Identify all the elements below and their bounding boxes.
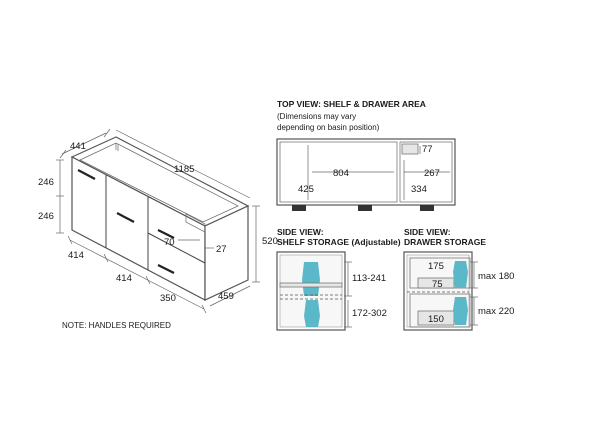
drawer-trap-lower	[453, 297, 468, 325]
cabinet-side	[204, 205, 249, 301]
foot-1	[292, 205, 306, 211]
dim-150: 150	[428, 314, 444, 325]
drawer-handle-1	[157, 229, 175, 239]
drawer-heading-line2: DRAWER STORAGE	[404, 237, 486, 247]
foot-2	[358, 205, 372, 211]
dim-height-lower: 246	[38, 211, 54, 222]
side-view-drawer: SIDE VIEW: DRAWER STORAGE 175 75 max 180…	[403, 227, 514, 331]
shelf-area	[279, 141, 398, 203]
drawer-notch	[401, 143, 419, 155]
foot-3	[420, 205, 434, 211]
dim-shelf-depth: 425	[298, 184, 314, 195]
top-view: TOP VIEW: SHELF & DRAWER AREA (Dimension…	[276, 99, 456, 211]
shelf-heading-line2: SHELF STORAGE (Adjustable)	[277, 237, 401, 247]
top-view-note-line1: (Dimensions may vary	[277, 112, 356, 121]
dim-175: 175	[428, 261, 444, 272]
dim-shelf-lower: 172-302	[352, 308, 387, 319]
basin-trap-lower	[304, 300, 320, 327]
drawer-trap-upper	[453, 261, 468, 288]
lower-drawer-box	[417, 310, 455, 326]
drawer-heading-line1: SIDE VIEW:	[404, 227, 451, 237]
plumbing-notch	[185, 213, 206, 233]
dim-shelf-width: 804	[333, 168, 349, 179]
dim-drawer-width-top: 267	[424, 168, 440, 179]
dim-drawer-width: 350	[160, 293, 176, 304]
side-view-shelf: SIDE VIEW: SHELF STORAGE (Adjustable) 11…	[276, 227, 401, 331]
dim-width-top: 1185	[174, 164, 194, 175]
lower-drawer	[409, 293, 471, 328]
dim-75: 75	[432, 279, 443, 290]
basin-trap-upper	[302, 262, 320, 296]
dim-77: 77	[422, 144, 433, 155]
dim-drawer-depth: 334	[411, 184, 427, 195]
handles-note: NOTE: HANDLES REQUIRED	[62, 321, 171, 330]
shelf-board	[279, 282, 343, 288]
drawer-divider	[147, 232, 206, 264]
drawer-area	[399, 141, 453, 203]
dim-max220: max 220	[478, 306, 514, 317]
dim-depth-top: 441	[70, 141, 86, 152]
dim-door1-width: 414	[68, 250, 84, 261]
basin-recess	[79, 142, 239, 223]
dim-gap-27: 27	[216, 244, 227, 255]
dim-shelf-upper: 113-241	[352, 273, 386, 284]
dim-height: 520	[262, 236, 278, 247]
upper-drawer-box	[417, 277, 455, 289]
shelf-heading-line1: SIDE VIEW:	[277, 227, 324, 237]
top-view-heading: TOP VIEW: SHELF & DRAWER AREA	[277, 99, 426, 109]
drawer-handle-2	[157, 264, 175, 274]
dim-door2-width: 414	[116, 273, 132, 284]
isometric-vanity: 441 1185 246 246 414 414 520 350 459 70 …	[38, 128, 278, 330]
top-view-note-line2: depending on basin position)	[277, 123, 380, 132]
door-handle-2	[116, 212, 135, 223]
door-handle-1	[77, 169, 96, 180]
dim-depth-bottom: 459	[218, 291, 234, 302]
dim-max180: max 180	[478, 271, 514, 282]
dim-height-upper: 246	[38, 177, 54, 188]
dim-gap-70: 70	[164, 237, 175, 248]
